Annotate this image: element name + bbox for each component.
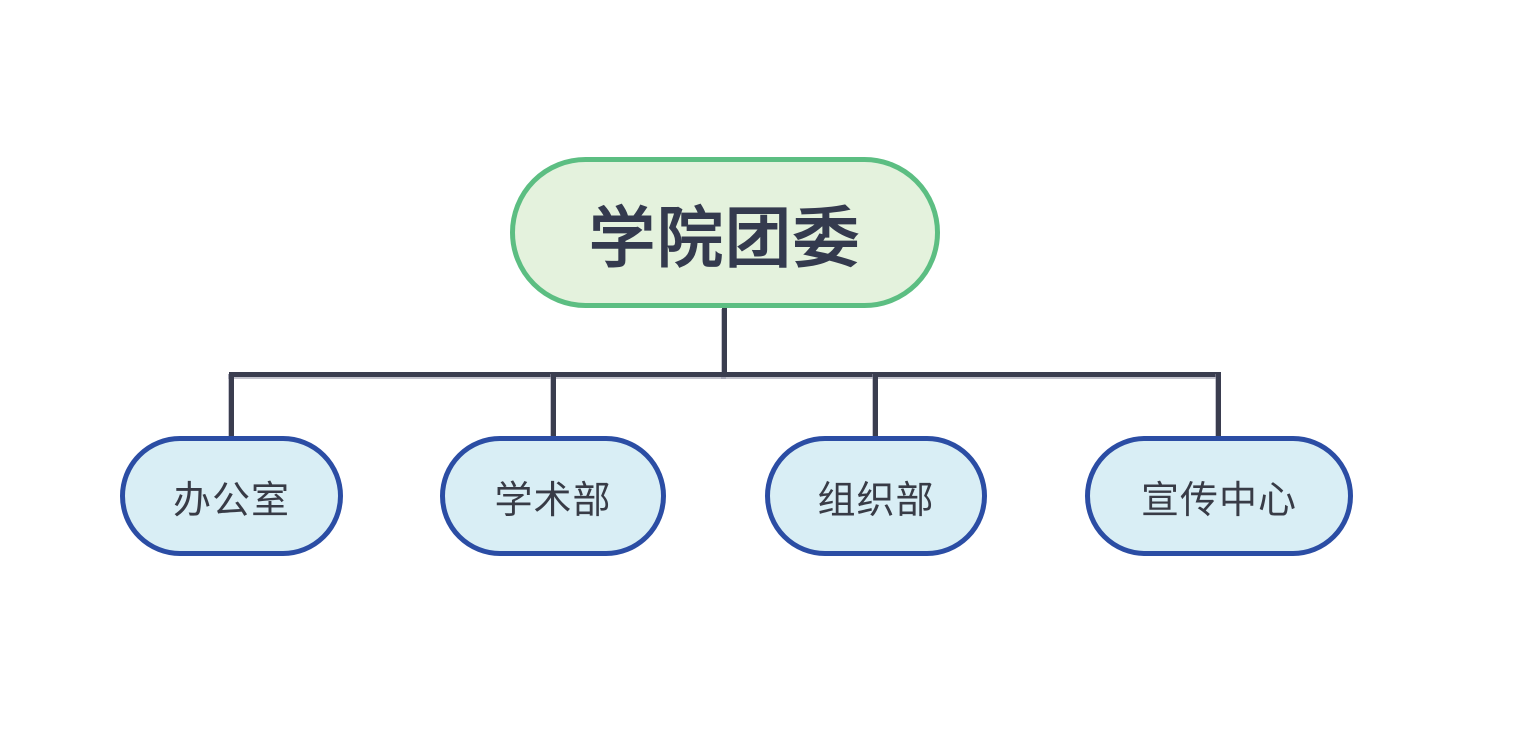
child-node-label: 学术部 [494,477,612,522]
root-node-label: 学院团委 [589,198,861,277]
child-node-label: 宣传中心 [1140,477,1297,522]
connector-horizontal-rail [229,372,1221,377]
connector-drop-academic [551,372,556,439]
node-child-office[interactable]: 办公室 [120,436,343,556]
node-child-publicity[interactable]: 宣传中心 [1085,436,1353,556]
node-child-academic[interactable]: 学术部 [440,436,666,556]
child-node-label: 组织部 [817,477,935,522]
connector-root-stem [722,307,727,377]
child-node-label: 办公室 [172,477,290,522]
connector-drop-organization [873,372,878,439]
connector-drop-publicity [1216,372,1221,439]
connector-drop-office [229,372,234,439]
node-child-organization[interactable]: 组织部 [765,436,987,556]
node-root[interactable]: 学院团委 [510,157,940,308]
